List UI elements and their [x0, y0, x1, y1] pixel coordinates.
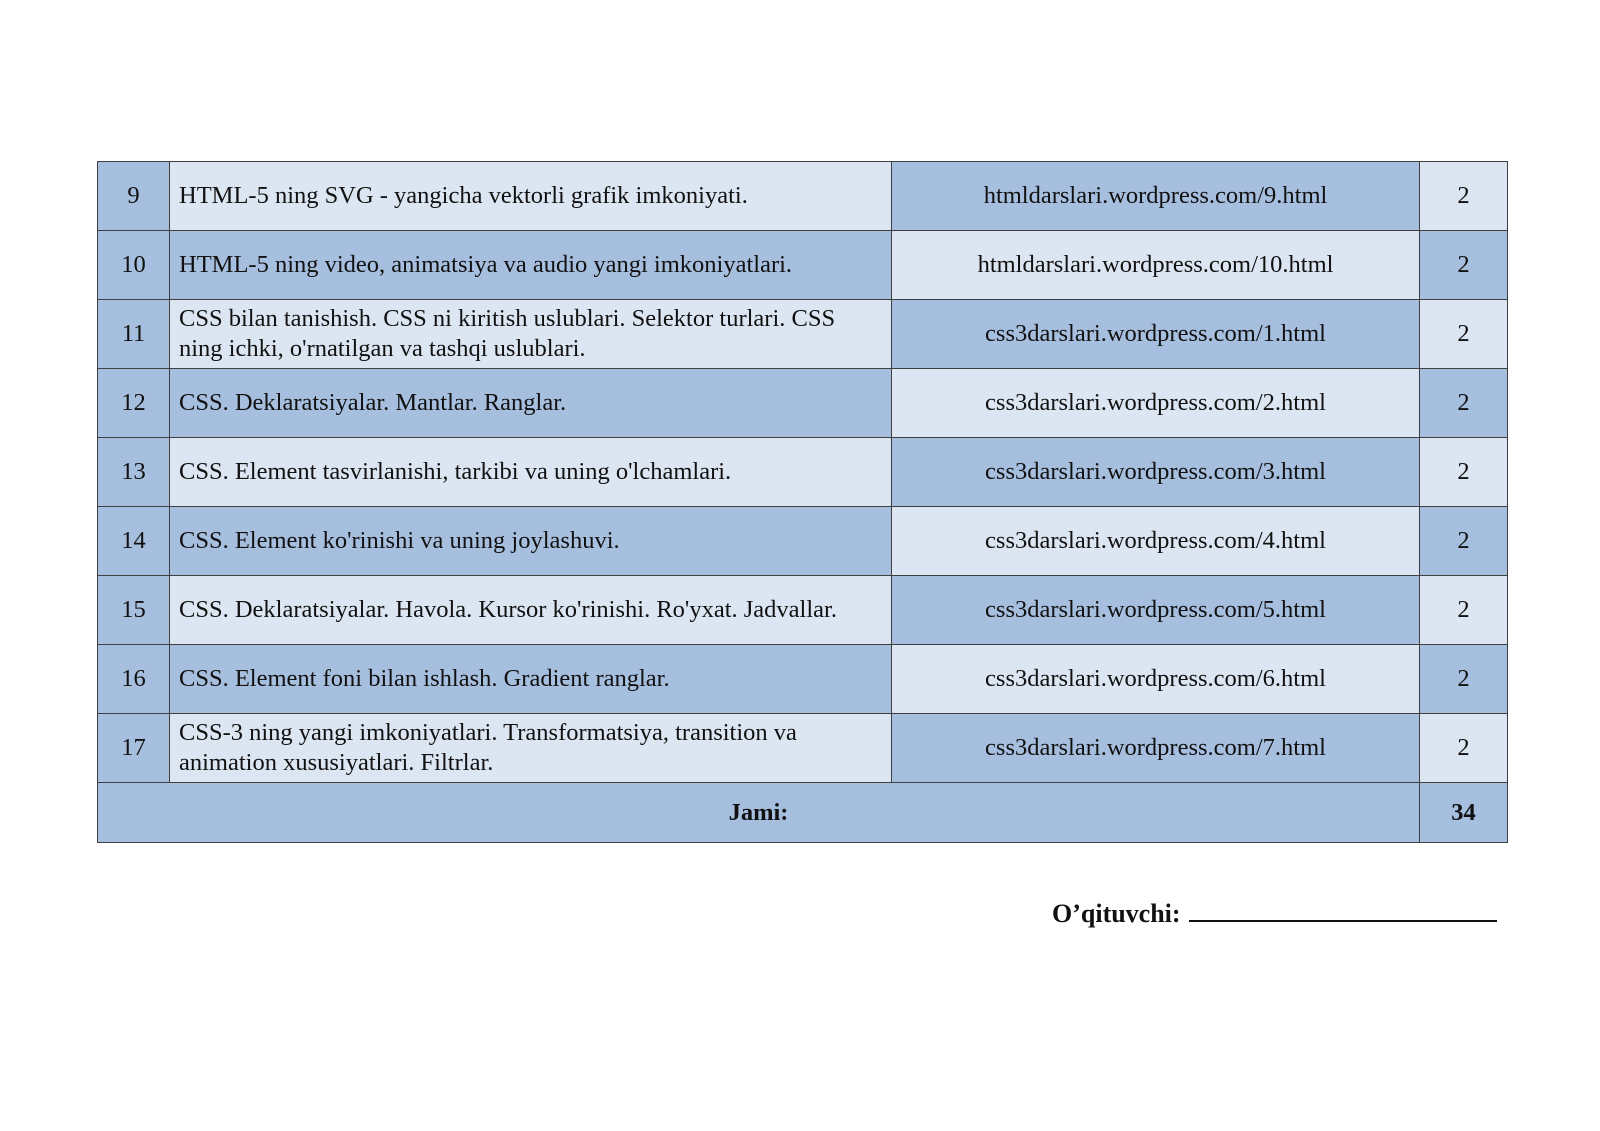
table-row: 11 CSS bilan tanishish. CSS ni kiritish …: [97, 299, 1508, 369]
lesson-topic: CSS bilan tanishish. CSS ni kiritish usl…: [169, 299, 892, 369]
teacher-label: O’qituvchi:: [1052, 899, 1181, 928]
signature-line: [1188, 896, 1497, 922]
table-row: 16 CSS. Element foni bilan ishlash. Grad…: [97, 644, 1508, 714]
lesson-hours: 2: [1419, 161, 1508, 231]
table-row: 12 CSS. Deklaratsiyalar. Mantlar. Rangla…: [97, 368, 1508, 438]
lesson-hours: 2: [1419, 230, 1508, 300]
row-number: 11: [97, 299, 170, 369]
row-number: 16: [97, 644, 170, 714]
lesson-topic: CSS. Deklaratsiyalar. Mantlar. Ranglar.: [169, 368, 892, 438]
row-number: 14: [97, 506, 170, 576]
lesson-link: css3darslari.wordpress.com/1.html: [891, 299, 1420, 369]
total-value: 34: [1419, 782, 1508, 843]
row-number: 10: [97, 230, 170, 300]
lesson-topic: HTML-5 ning video, animatsiya va audio y…: [169, 230, 892, 300]
lesson-hours: 2: [1419, 437, 1508, 507]
lesson-hours: 2: [1419, 506, 1508, 576]
lesson-hours: 2: [1419, 575, 1508, 645]
table-row: 10 HTML-5 ning video, animatsiya va audi…: [97, 230, 1508, 300]
row-number: 9: [97, 161, 170, 231]
lesson-hours: 2: [1419, 644, 1508, 714]
lesson-hours: 2: [1419, 299, 1508, 369]
lesson-hours: 2: [1419, 368, 1508, 438]
teacher-signature: O’qituvchi:: [1052, 896, 1497, 929]
lesson-table-body: 9 HTML-5 ning SVG - yangicha vektorli gr…: [97, 161, 1508, 843]
table-row: 14 CSS. Element ko'rinishi va uning joyl…: [97, 506, 1508, 576]
table-row: 13 CSS. Element tasvirlanishi, tarkibi v…: [97, 437, 1508, 507]
lesson-link: htmldarslari.wordpress.com/9.html: [891, 161, 1420, 231]
lesson-link: htmldarslari.wordpress.com/10.html: [891, 230, 1420, 300]
lesson-topic: CSS. Element tasvirlanishi, tarkibi va u…: [169, 437, 892, 507]
lesson-link: css3darslari.wordpress.com/3.html: [891, 437, 1420, 507]
lesson-topic: CSS. Element foni bilan ishlash. Gradien…: [169, 644, 892, 714]
lesson-plan-sheet: 9 HTML-5 ning SVG - yangicha vektorli gr…: [97, 161, 1508, 843]
table-row: 15 CSS. Deklaratsiyalar. Havola. Kursor …: [97, 575, 1508, 645]
lesson-link: css3darslari.wordpress.com/6.html: [891, 644, 1420, 714]
table-row: 17 CSS-3 ning yangi imkoniyatlari. Trans…: [97, 713, 1508, 783]
total-row: Jami: 34: [97, 782, 1508, 843]
lesson-topic: CSS. Element ko'rinishi va uning joylash…: [169, 506, 892, 576]
lesson-table: 9 HTML-5 ning SVG - yangicha vektorli gr…: [97, 161, 1508, 843]
lesson-link: css3darslari.wordpress.com/4.html: [891, 506, 1420, 576]
row-number: 15: [97, 575, 170, 645]
row-number: 12: [97, 368, 170, 438]
lesson-topic: CSS. Deklaratsiyalar. Havola. Kursor ko'…: [169, 575, 892, 645]
lesson-topic: HTML-5 ning SVG - yangicha vektorli graf…: [169, 161, 892, 231]
row-number: 13: [97, 437, 170, 507]
lesson-topic: CSS-3 ning yangi imkoniyatlari. Transfor…: [169, 713, 892, 783]
total-label: Jami:: [97, 782, 1420, 843]
table-row: 9 HTML-5 ning SVG - yangicha vektorli gr…: [97, 161, 1508, 231]
lesson-link: css3darslari.wordpress.com/5.html: [891, 575, 1420, 645]
lesson-link: css3darslari.wordpress.com/2.html: [891, 368, 1420, 438]
lesson-hours: 2: [1419, 713, 1508, 783]
lesson-link: css3darslari.wordpress.com/7.html: [891, 713, 1420, 783]
row-number: 17: [97, 713, 170, 783]
